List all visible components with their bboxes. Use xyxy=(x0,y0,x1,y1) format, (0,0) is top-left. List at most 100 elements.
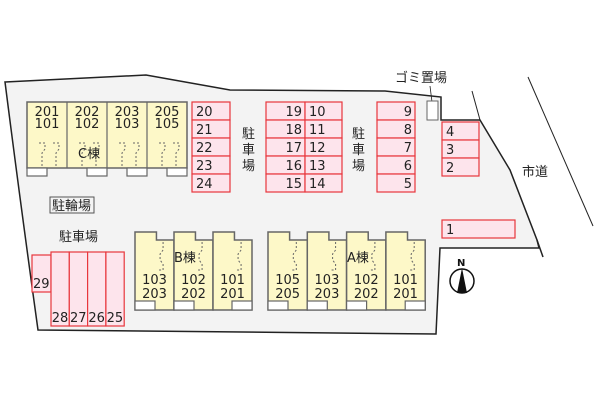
parking-space-number: 29 xyxy=(33,277,50,292)
city-road-label: 市道 xyxy=(522,164,548,180)
parking-space-number: 23 xyxy=(196,159,213,174)
bicycle-parking-label: 駐輪場 xyxy=(52,198,91,214)
parking-space-number: 3 xyxy=(446,143,454,158)
parking-space-number: 6 xyxy=(404,159,412,174)
unit-number: 105 xyxy=(155,117,180,132)
road-edge-line xyxy=(471,90,481,121)
stair-icon xyxy=(157,242,164,271)
parking-space-number: 2 xyxy=(446,161,454,176)
svg-text:場: 場 xyxy=(242,159,255,174)
entrance xyxy=(267,300,289,311)
svg-text:N: N xyxy=(457,258,465,269)
unit-number: 102 xyxy=(181,273,206,288)
unit-number: 103 xyxy=(142,273,167,288)
compass-north-icon: N xyxy=(449,258,475,294)
unit-number: 203 xyxy=(115,105,140,120)
parking-space-number: 13 xyxy=(309,159,326,174)
unit-number: 205 xyxy=(155,105,180,120)
parking-space xyxy=(376,173,416,193)
parking-space-number: 28 xyxy=(52,311,69,326)
unit-number: 102 xyxy=(75,117,100,132)
stair-icon xyxy=(196,242,203,271)
parking-space xyxy=(441,219,516,239)
unit-number: 101 xyxy=(220,273,245,288)
parking-space-number: 27 xyxy=(70,311,87,326)
unit-number: 201 xyxy=(35,105,60,120)
building-a-unit xyxy=(385,231,426,311)
parking-space-number: 24 xyxy=(196,177,213,192)
unit-number: 103 xyxy=(115,117,140,132)
svg-text:車: 車 xyxy=(242,143,255,158)
parking-space-number: 14 xyxy=(309,177,326,192)
parking-space-number: 21 xyxy=(196,123,213,138)
stair-icon xyxy=(290,242,297,271)
parking-space-number: 15 xyxy=(285,177,302,192)
unit-number: 103 xyxy=(315,273,340,288)
stair-icon xyxy=(408,242,415,271)
parking-space-number: 19 xyxy=(285,105,302,120)
parking-space-number: 7 xyxy=(404,141,412,156)
parking-space-number: 8 xyxy=(404,123,412,138)
entrance xyxy=(26,167,48,177)
unit-number: 105 xyxy=(275,273,300,288)
stair-icon xyxy=(119,142,140,168)
stair-icon xyxy=(159,142,180,168)
road-far-line xyxy=(527,76,594,227)
parking-left-label: 駐車場 xyxy=(59,230,98,245)
unit-number: 202 xyxy=(354,287,379,302)
garbage-box xyxy=(426,100,439,121)
entrance xyxy=(134,300,156,311)
unit-number: 101 xyxy=(393,273,418,288)
unit-number: 202 xyxy=(181,287,206,302)
parking-space-number: 9 xyxy=(404,105,412,120)
entrance xyxy=(173,300,195,311)
unit-number: 101 xyxy=(35,117,60,132)
svg-text:場: 場 xyxy=(352,159,365,174)
svg-text:駐: 駐 xyxy=(242,127,255,142)
parking-space-number: 25 xyxy=(107,311,124,326)
bicycle-parking-box xyxy=(49,196,95,214)
entrance xyxy=(404,300,426,311)
parking-space xyxy=(304,173,343,193)
building-b-label: B棟 xyxy=(174,251,196,266)
parking-space-number: 22 xyxy=(196,141,213,156)
entrance xyxy=(166,167,188,177)
parking-space-number: 5 xyxy=(404,177,412,192)
building-c-label: C棟 xyxy=(78,147,100,162)
parking-space-number: 11 xyxy=(309,123,326,138)
stair-icon xyxy=(39,142,60,168)
parking-space xyxy=(441,157,480,177)
parking-mid1-label: 駐 車 場 xyxy=(242,127,255,174)
unit-number: 203 xyxy=(142,287,167,302)
entrance xyxy=(126,167,148,177)
unit-number: 201 xyxy=(220,287,245,302)
parking-space-number: 16 xyxy=(285,159,302,174)
unit-number: 202 xyxy=(75,105,100,120)
parking-space-number: 18 xyxy=(285,123,302,138)
building-b-unit xyxy=(212,231,253,311)
svg-text:駐: 駐 xyxy=(352,127,365,142)
unit-number: 203 xyxy=(315,287,340,302)
stair-icon xyxy=(235,242,242,271)
parking-space-number: 20 xyxy=(196,105,213,120)
entrance xyxy=(86,167,108,177)
unit-number: 205 xyxy=(275,287,300,302)
stair-icon xyxy=(329,242,337,271)
building-a-label: A棟 xyxy=(347,251,369,266)
unit-number: 102 xyxy=(354,273,379,288)
parking-space-number: 10 xyxy=(309,105,326,120)
parking-space xyxy=(191,173,231,193)
road-edge-line xyxy=(536,239,544,258)
parking-space-number: 12 xyxy=(309,141,326,156)
parking-space-number: 1 xyxy=(446,223,454,238)
parking-mid2-label: 駐 車 場 xyxy=(352,127,365,174)
garbage-label: ゴミ置場 xyxy=(395,70,447,86)
stair-icon xyxy=(79,142,100,168)
entrance xyxy=(231,300,253,311)
stair-icon xyxy=(368,242,376,271)
unit-number: 201 xyxy=(393,287,418,302)
entrance xyxy=(306,300,328,311)
parking-space-number: 17 xyxy=(285,141,302,156)
entrance xyxy=(346,300,368,311)
parking-space xyxy=(105,251,125,327)
